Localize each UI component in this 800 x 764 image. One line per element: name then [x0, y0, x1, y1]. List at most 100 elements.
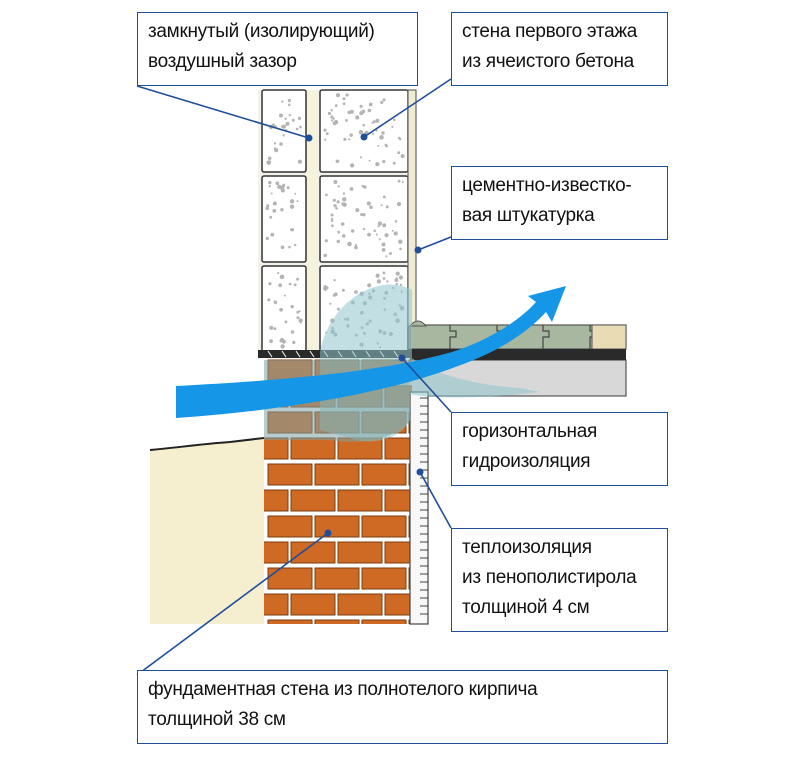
- texture-dot: [397, 179, 401, 183]
- texture-dot: [367, 232, 371, 237]
- texture-dot: [398, 275, 403, 280]
- texture-dot: [384, 233, 389, 238]
- texture-dot: [334, 104, 338, 107]
- texture-dot: [375, 118, 380, 123]
- texture-dot: [331, 224, 334, 228]
- texture-dot: [334, 292, 338, 297]
- texture-dot: [384, 143, 388, 147]
- texture-dot: [375, 233, 378, 236]
- callout-foundation-wall: фундаментная стена из полнотелого кирпич…: [137, 670, 668, 744]
- texture-dot: [278, 283, 283, 288]
- texture-dot: [393, 118, 396, 122]
- texture-dot: [330, 119, 334, 122]
- brick: [290, 593, 336, 616]
- callout-foundation-wall-line1: фундаментная стена из полнотелого кирпич…: [148, 679, 538, 700]
- texture-dot: [389, 252, 392, 255]
- texture-dot: [379, 135, 384, 140]
- texture-dot: [391, 125, 394, 128]
- callout-air-gap-line2: воздушный зазор: [148, 51, 297, 72]
- soil-fill: [150, 438, 264, 624]
- leader-lines: [136, 78, 452, 676]
- texture-dot: [279, 307, 283, 312]
- texture-dot: [275, 181, 280, 185]
- texture-dot: [336, 307, 340, 311]
- texture-dot: [342, 202, 347, 207]
- texture-dot: [372, 120, 376, 124]
- texture-dot: [277, 272, 280, 275]
- texture-dot: [335, 93, 341, 98]
- texture-dot: [378, 238, 381, 241]
- texture-dot: [270, 232, 275, 237]
- texture-dot: [324, 138, 327, 141]
- texture-dot: [373, 229, 377, 233]
- texture-dot: [341, 288, 345, 292]
- texture-dot: [290, 330, 295, 334]
- texture-dot: [382, 98, 386, 102]
- texture-dot: [293, 283, 297, 287]
- texture-dot: [298, 310, 301, 313]
- texture-dot: [283, 294, 286, 297]
- brick: [264, 593, 289, 616]
- texture-dot: [284, 320, 288, 324]
- texture-dot: [400, 154, 405, 159]
- texture-dot: [269, 215, 273, 219]
- texture-dot: [333, 279, 336, 282]
- texture-dot: [280, 344, 285, 349]
- texture-dot: [272, 201, 277, 206]
- brick: [314, 567, 360, 590]
- texture-dot: [294, 192, 297, 195]
- texture-dot: [359, 104, 363, 108]
- texture-dot: [361, 184, 364, 188]
- airflow-arrow: [176, 286, 566, 418]
- texture-dot: [286, 186, 290, 190]
- eps-insulation: [409, 391, 429, 625]
- texture-dot: [336, 239, 340, 244]
- brick: [264, 489, 289, 512]
- callout-foundation-wall-line2: толщиной 38 см: [148, 709, 286, 730]
- texture-dot: [382, 223, 387, 228]
- texture-dot: [281, 125, 284, 128]
- texture-dot: [280, 188, 285, 193]
- texture-dot: [273, 300, 276, 303]
- texture-dot: [290, 304, 294, 309]
- texture-dot: [393, 231, 398, 236]
- texture-dot: [354, 290, 358, 294]
- texture-dot: [342, 102, 346, 106]
- texture-dot: [342, 192, 346, 195]
- callout-waterproofing-line2: гидроизоляция: [462, 451, 591, 472]
- texture-dot: [360, 213, 364, 216]
- texture-dot: [395, 271, 400, 276]
- texture-dot: [341, 234, 346, 238]
- texture-dot: [330, 109, 333, 112]
- texture-dot: [279, 142, 283, 146]
- texture-dot: [296, 277, 300, 281]
- texture-dot: [381, 242, 386, 247]
- texture-dot: [323, 128, 327, 132]
- texture-dot: [336, 200, 340, 204]
- callout-aerated-concrete-wall-line2: из ячеистого бетона: [462, 51, 634, 72]
- texture-dot: [394, 220, 398, 223]
- texture-dot: [363, 185, 367, 189]
- texture-dot: [324, 239, 328, 243]
- texture-dot: [392, 161, 396, 165]
- texture-dot: [284, 117, 287, 121]
- texture-dot: [291, 118, 295, 122]
- texture-dot: [354, 245, 358, 250]
- texture-dot: [271, 123, 276, 127]
- texture-dot: [399, 247, 402, 251]
- texture-dot: [332, 198, 336, 202]
- brick: [314, 515, 360, 538]
- texture-dot: [280, 208, 284, 212]
- texture-dot: [265, 236, 269, 241]
- texture-dot: [268, 180, 272, 185]
- brick: [384, 541, 412, 564]
- brick: [361, 567, 407, 590]
- texture-dot: [397, 136, 401, 140]
- texture-dot: [294, 243, 297, 247]
- texture-dot: [281, 100, 284, 103]
- texture-dot: [382, 277, 386, 280]
- texture-dot: [358, 130, 364, 135]
- texture-dot: [349, 109, 354, 114]
- texture-dot: [268, 185, 271, 188]
